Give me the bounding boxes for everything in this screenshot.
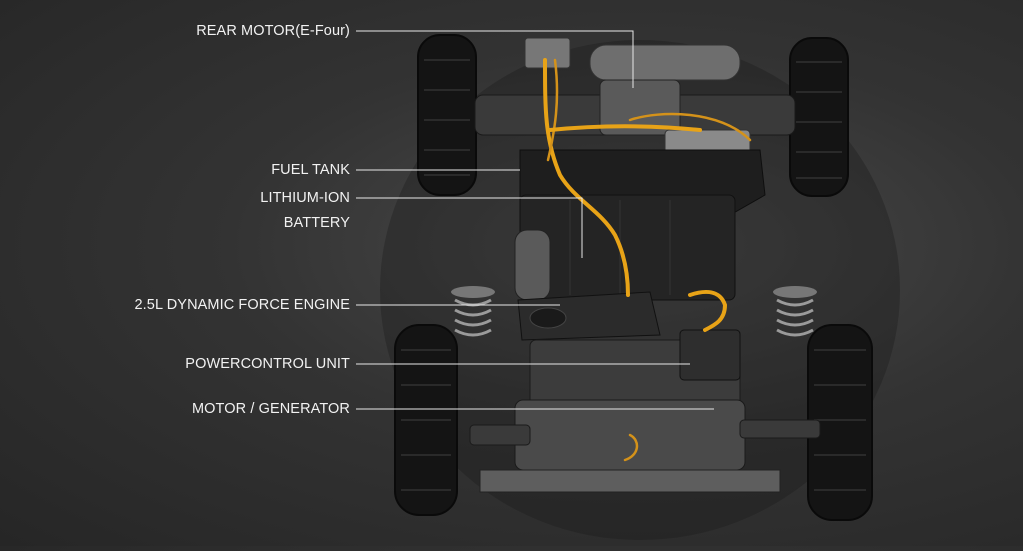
rear-motor [599, 79, 681, 136]
label-engine: 2.5L DYNAMIC FORCE ENGINE [134, 297, 350, 313]
label-battery-line1: LITHIUM-ION [260, 190, 350, 206]
pcu [679, 329, 741, 381]
front-right-spring [773, 286, 817, 337]
label-battery-line2: BATTERY [283, 215, 350, 231]
label-pcu: POWERCONTROL UNIT [185, 356, 350, 372]
label-fuel-tank: FUEL TANK [271, 162, 350, 178]
label-motor-generator: MOTOR / GENERATOR [192, 401, 350, 417]
junction-box [524, 37, 571, 69]
front-subframe [479, 469, 781, 493]
front-left-tire [394, 324, 458, 516]
label-rear-motor: REAR MOTOR(E-Four) [196, 23, 350, 39]
leader-battery [356, 197, 583, 258]
rear-right-tire [789, 37, 849, 197]
rear-left-tire [417, 34, 477, 196]
leader-rear-motor [356, 30, 634, 88]
front-right-tire [807, 324, 873, 521]
hv-cable-main [543, 58, 630, 297]
